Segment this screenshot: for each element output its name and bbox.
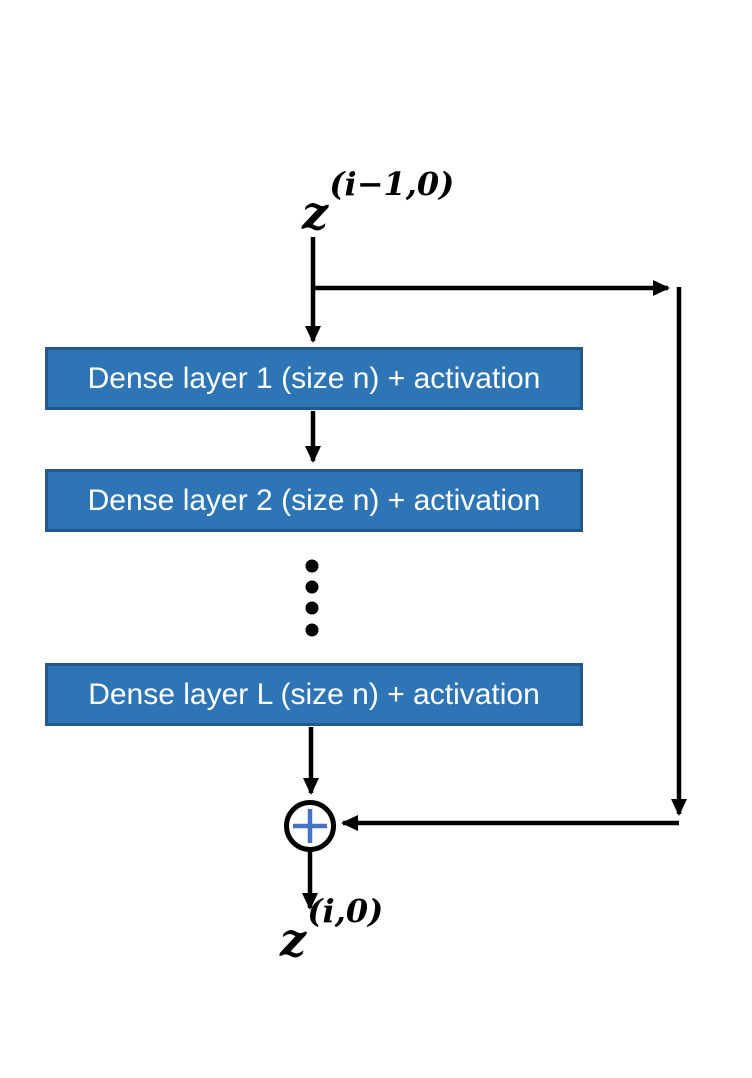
ellipsis-dots-icon: [305, 559, 319, 637]
dense-layer-1-box: Dense layer 1 (size n) + activation: [45, 347, 583, 410]
ellipsis-dot: [305, 559, 319, 573]
output-tensor-label: z(i,0): [280, 895, 383, 962]
input-label-superscript: (i−1,0): [329, 165, 455, 204]
input-label-base: z: [302, 185, 329, 240]
dense-layer-2-label: Dense layer 2 (size n) + activation: [87, 483, 541, 517]
dense-layer-2-box: Dense layer 2 (size n) + activation: [45, 469, 583, 532]
input-tensor-label: z(i−1,0): [302, 168, 454, 235]
dense-layer-1-label: Dense layer 1 (size n) + activation: [87, 361, 541, 395]
dense-layer-L-box: Dense layer L (size n) + activation: [45, 663, 583, 726]
sum-node: [284, 800, 336, 852]
ellipsis-dot: [305, 623, 319, 637]
output-label-base: z: [280, 912, 307, 967]
output-label-superscript: (i,0): [307, 892, 384, 931]
dense-layer-L-label: Dense layer L (size n) + activation: [88, 677, 540, 711]
plus-icon: [293, 809, 327, 843]
ellipsis-dot: [305, 580, 319, 594]
ellipsis-dot: [305, 601, 319, 615]
